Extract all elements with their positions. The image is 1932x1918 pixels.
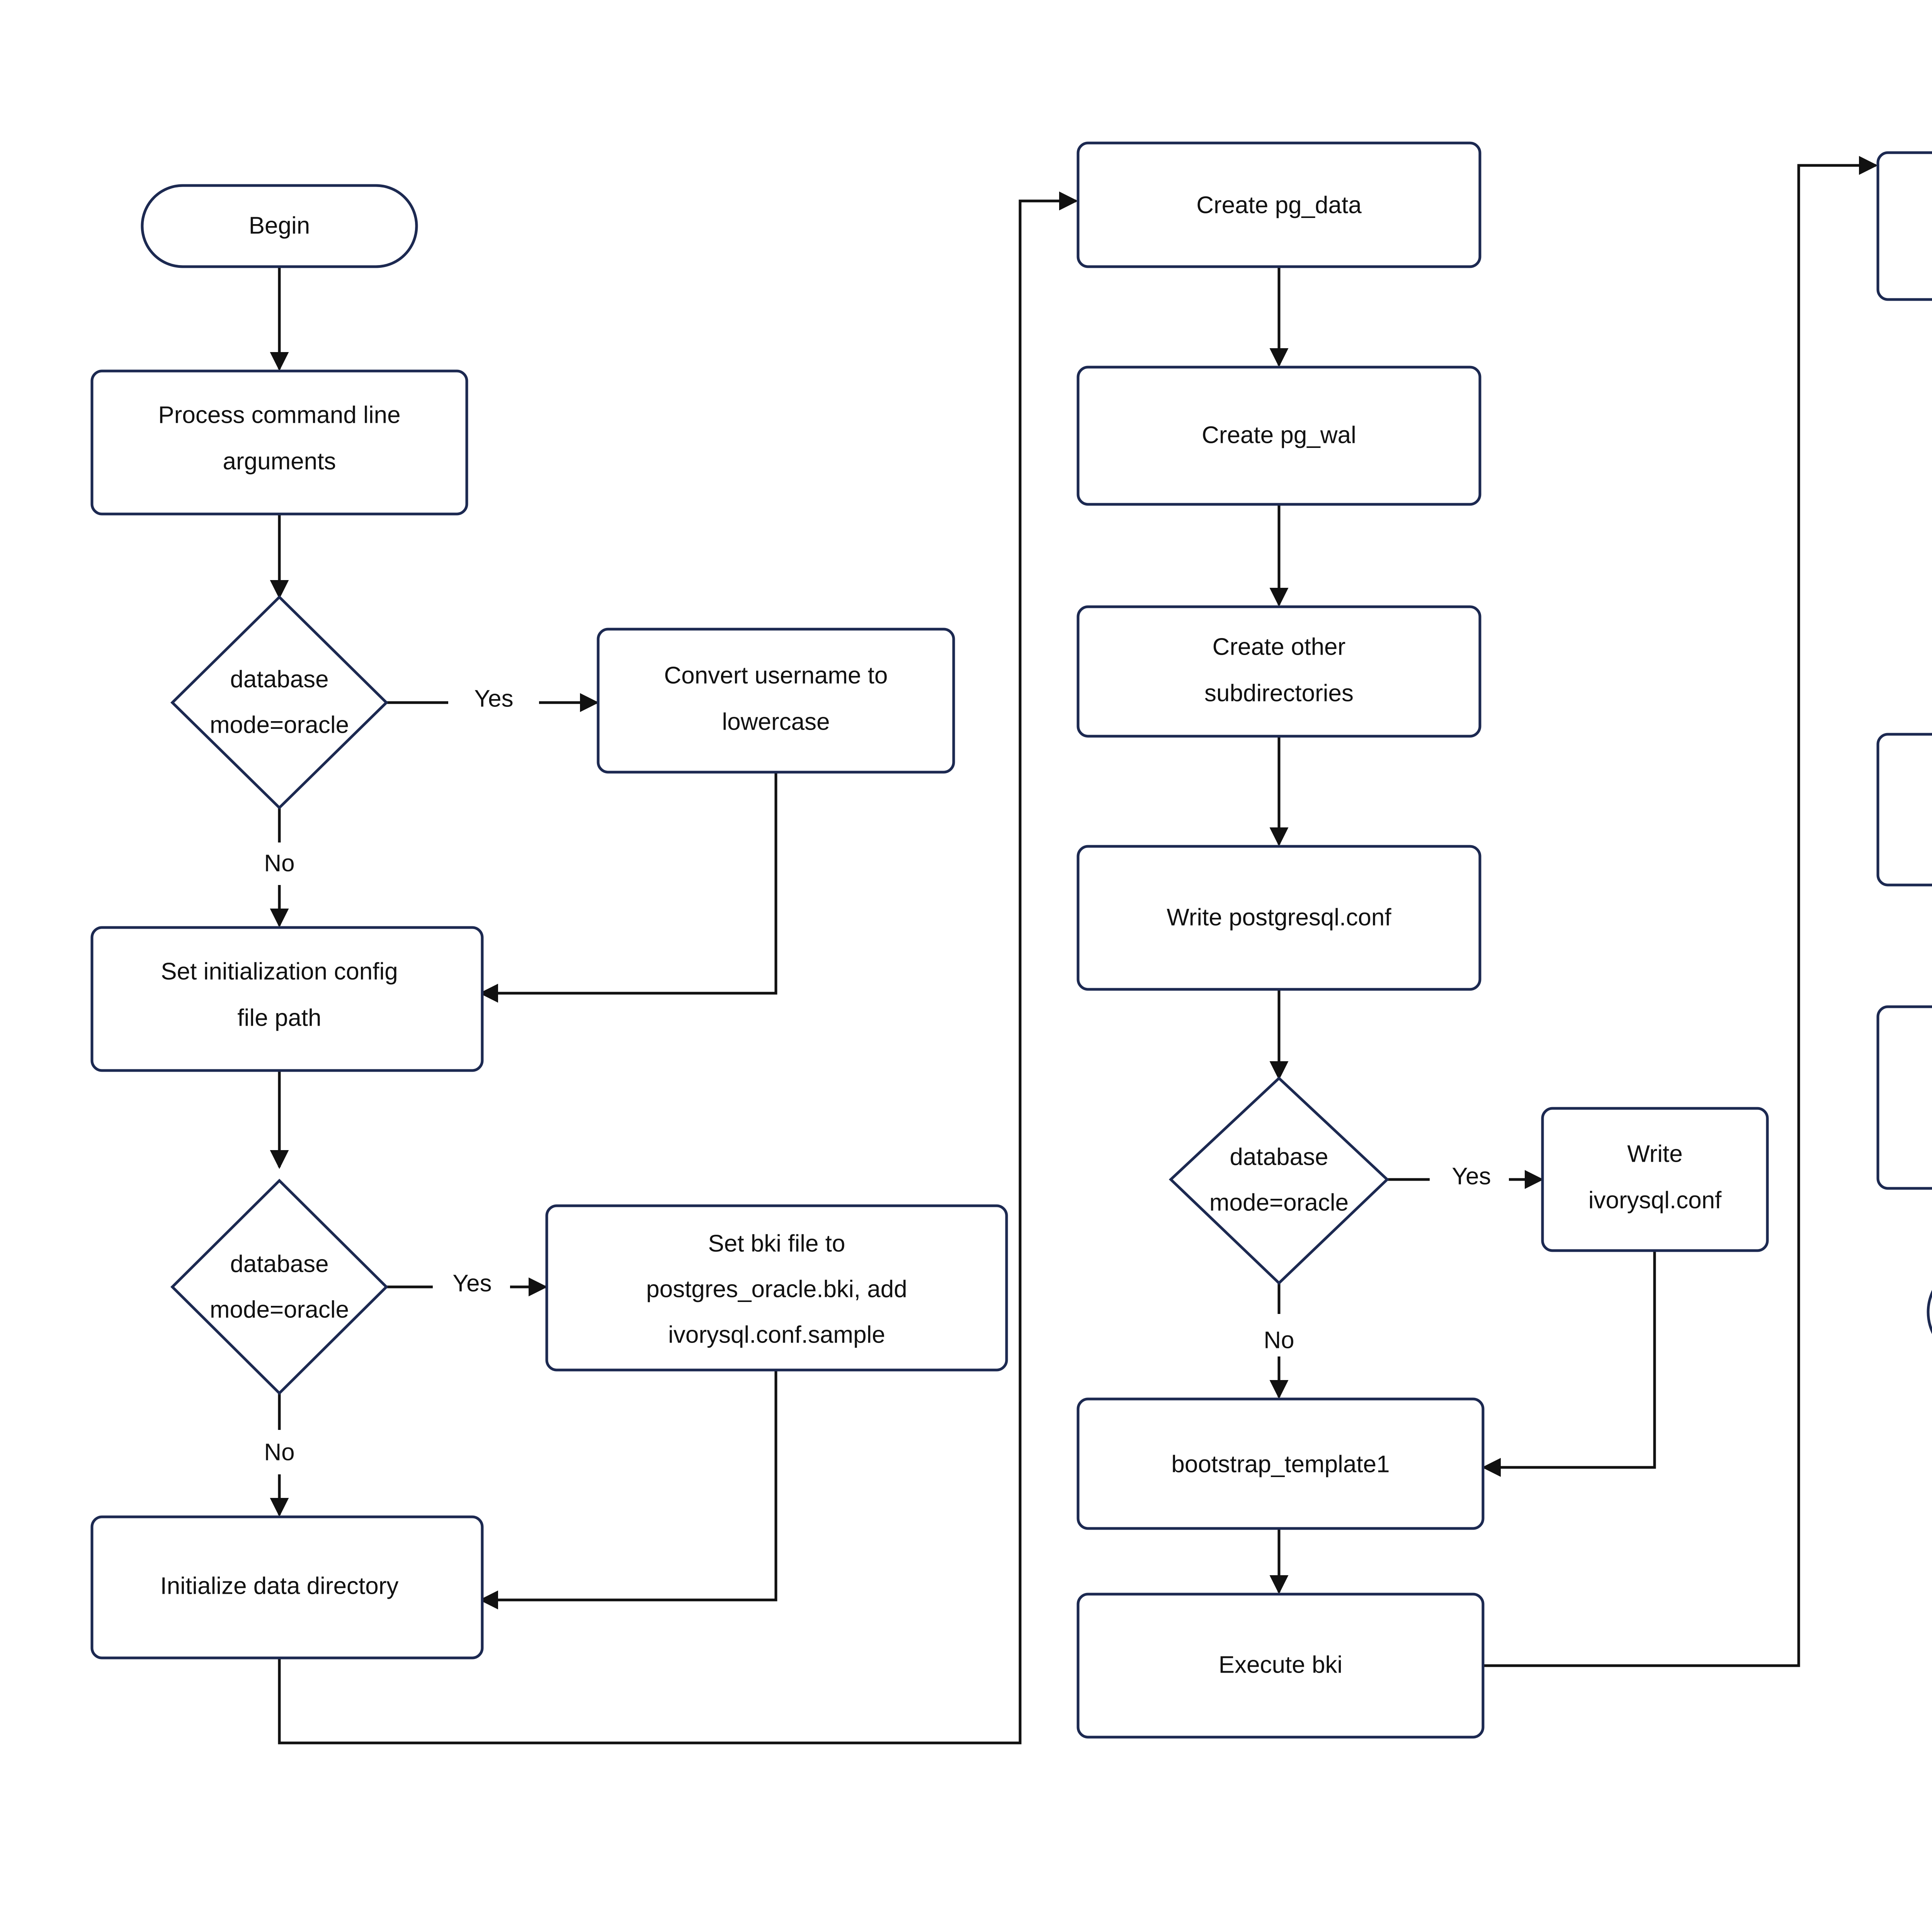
node-decision1[interactable]: database mode=oracle [170, 595, 388, 810]
node-process-args-label-line1: Process command line [158, 402, 400, 428]
node-decision2-label-line1: database [230, 1251, 328, 1277]
node-begin-label: Begin [249, 212, 310, 239]
node-write-ivorysql-conf-label-line1: Write [1627, 1140, 1683, 1167]
node-set-bki-label-line3: ivorysql.conf.sample [668, 1321, 885, 1348]
node-execute-bki-label: Execute bki [1219, 1651, 1343, 1678]
edge-label-decision2-yes: Yes [452, 1270, 492, 1297]
node-write-ivorysql-conf-label-line2: ivorysql.conf [1588, 1187, 1722, 1213]
edge-write-ivorysql-conf-to-bootstrap-template1 [1482, 1250, 1656, 1477]
node-decision3[interactable]: database mode=oracle [1168, 1076, 1389, 1285]
node-process-args-label-line2: arguments [223, 448, 336, 475]
node-decision1-label-line1: database [230, 666, 328, 693]
edge-label-decision3-yes: Yes [1452, 1163, 1491, 1190]
edge-set-bki-to-init-data-dir [479, 1370, 777, 1610]
node-write-ivorysql-conf[interactable]: Write ivorysql.conf [1541, 1107, 1769, 1252]
node-set-config-path-label-line2: file path [237, 1004, 321, 1031]
node-convert-username-label-line2: lowercase [722, 708, 830, 735]
node-set-config-path-label-line1: Set initialization config [161, 958, 398, 985]
edge-label-decision1-no: No [264, 850, 294, 876]
node-write-postgresql-conf-label: Write postgresql.conf [1167, 904, 1391, 931]
node-decision1-label-line2: mode=oracle [210, 711, 349, 738]
node-create-other-subdirs-label-line2: subdirectories [1204, 680, 1354, 706]
node-decision2-label-line2: mode=oracle [210, 1296, 349, 1323]
node-print-completion[interactable]: Print completion message [1876, 1005, 1932, 1190]
node-bootstrap-template1-label: bootstrap_template1 [1171, 1451, 1389, 1477]
node-decision3-label-line2: mode=oracle [1209, 1189, 1349, 1216]
node-end[interactable]: End [1927, 1264, 1932, 1360]
edge-label-decision1-yes: Yes [474, 685, 513, 712]
node-process-args[interactable]: Process command line arguments [90, 369, 468, 516]
node-create-pg-wal-label: Create pg_wal [1202, 422, 1356, 448]
edge-execute-bki-to-init-db-objects [1484, 156, 1878, 1667]
edge-init-data-dir-to-create-pg-data [278, 191, 1078, 1744]
node-execute-bki[interactable]: Execute bki [1077, 1593, 1485, 1739]
node-init-data-dir[interactable]: Initialize data directory [90, 1515, 484, 1659]
node-decision3-label-line1: database [1230, 1144, 1328, 1170]
edge-label-decision3-no: No [1264, 1327, 1294, 1353]
node-create-other-subdirs[interactable]: Create other subdirectories [1077, 605, 1481, 738]
node-bootstrap-template1[interactable]: bootstrap_template1 [1077, 1397, 1485, 1530]
node-set-bki[interactable]: Set bki file to postgres_oracle.bki, add… [545, 1204, 1008, 1372]
node-write-postgresql-conf[interactable]: Write postgresql.conf [1077, 845, 1481, 991]
node-convert-username-label-line1: Convert username to [664, 662, 888, 689]
node-create-other-subdirs-label-line1: Create other [1213, 633, 1346, 660]
node-init-data-dir-label: Initialize data directory [160, 1573, 399, 1599]
node-create-pg-data-label: Create pg_data [1196, 192, 1362, 218]
node-decision2[interactable]: database mode=oracle [170, 1179, 388, 1395]
node-convert-username[interactable]: Convert username to lowercase [597, 628, 955, 774]
node-set-bki-label-line2: postgres_oracle.bki, add [646, 1276, 907, 1302]
node-begin[interactable]: Begin [141, 184, 418, 268]
node-create-pg-data[interactable]: Create pg_data [1077, 141, 1481, 268]
edge-convert-username-to-set-config-path [479, 772, 777, 1003]
node-init-db-objects[interactable]: Initialize database objects [1876, 151, 1932, 301]
node-load-templates[interactable]: Load template0, postgres, ivorysql datab… [1876, 733, 1932, 887]
edge-label-decision2-no: No [264, 1439, 294, 1465]
node-set-config-path[interactable]: Set initialization config file path [90, 926, 484, 1072]
node-set-bki-label-line1: Set bki file to [708, 1230, 845, 1257]
node-create-pg-wal[interactable]: Create pg_wal [1077, 366, 1481, 506]
